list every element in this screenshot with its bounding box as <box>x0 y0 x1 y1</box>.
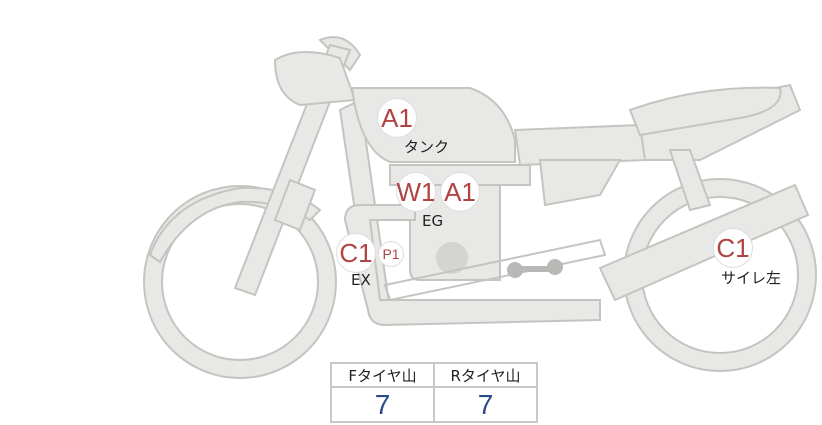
muffler-condition-mark: C1 <box>713 228 753 268</box>
tank-label: タンク <box>404 138 450 156</box>
rear-tire-value: 7 <box>433 386 538 423</box>
footpeg <box>507 259 563 278</box>
engine-condition-mark-2: A1 <box>440 172 480 212</box>
tank-condition-mark: A1 <box>377 98 417 138</box>
fork-cover <box>273 178 317 232</box>
front-fork <box>233 43 352 297</box>
side-cover <box>538 159 622 207</box>
exhaust-condition-mark: C1 <box>336 233 376 273</box>
tire-tread-table: Fタイヤ山 Rタイヤ山 7 7 <box>330 362 538 423</box>
rear-tire-header: Rタイヤ山 <box>433 362 538 388</box>
seat-frame <box>513 123 647 167</box>
exhaust-pipe <box>343 204 601 327</box>
front-fender <box>148 186 322 264</box>
front-tire-header: Fタイヤ山 <box>330 362 435 388</box>
rear-shock <box>668 149 712 212</box>
engine-condition-mark-1: W1 <box>396 172 436 212</box>
muffler <box>598 183 810 302</box>
seat <box>628 86 782 137</box>
headlight <box>273 50 357 107</box>
exhaust-label: EX <box>351 271 371 289</box>
front-tire-value: 7 <box>330 386 435 423</box>
engine-label: EG <box>422 212 444 230</box>
lower-frame <box>383 238 607 302</box>
engine-cover <box>436 242 468 274</box>
exhaust-condition-mark-2: P1 <box>378 241 404 267</box>
muffler-label: サイレ左 <box>721 269 782 287</box>
